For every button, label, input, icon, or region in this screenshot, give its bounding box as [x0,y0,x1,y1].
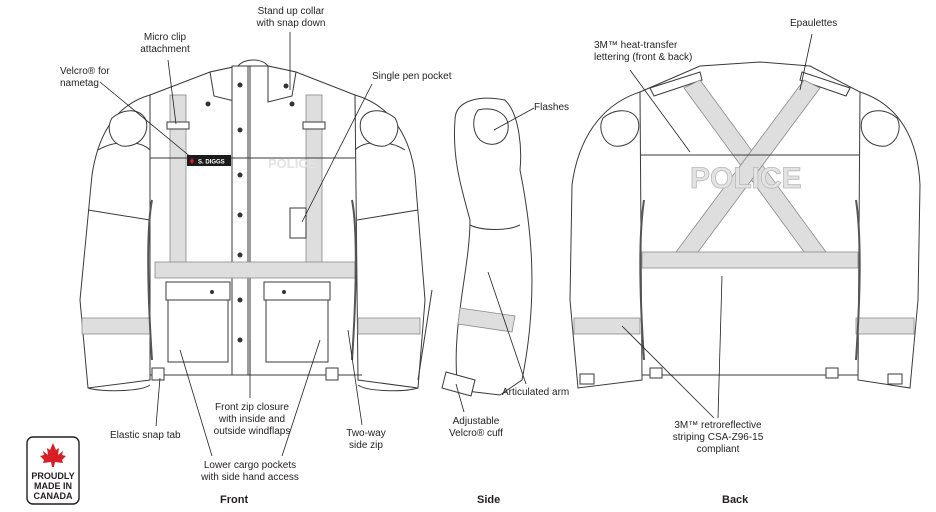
callout-front-zip: Front zip closure with inside and outsid… [202,402,302,438]
back-police-lettering: POLICE [690,162,802,195]
callout-text: lettering (front & back) [594,52,693,63]
callout-text: striping CSA-Z96-15 [672,432,764,443]
callout-retroreflective-striping: 3M™ retroreflective striping CSA-Z96-15 … [668,420,768,456]
callout-stand-up-collar: Stand up collar with snap down [246,6,336,30]
badge-line-1: PROUDLY [31,471,74,481]
callout-text: Micro clip [143,32,187,43]
callout-text: Front zip closure [215,402,289,413]
callout-pen-pocket: Single pen pocket [372,71,452,82]
callout-articulated-arm: Articulated arm [502,387,570,398]
callout-text: nametag [60,78,99,89]
callout-text: outside windflaps [213,426,291,437]
callout-text: compliant [696,444,740,455]
maple-leaf-icon [40,443,66,467]
callout-text: 3M™ retroreflective [674,420,762,431]
callout-heat-transfer-lettering: 3M™ heat-transfer lettering (front & bac… [594,40,692,64]
callout-epaulettes: Epaulettes [790,18,838,29]
callout-text: with snap down [256,18,326,29]
leader-lines [99,32,813,457]
badge-line-3: CANADA [34,491,73,501]
callout-text: with inside and [218,414,286,425]
callout-flashes: Flashes [534,102,570,113]
back-jacket: POLICE [569,61,921,389]
view-label-front: Front [220,494,249,506]
nametag-flag-icon [190,158,194,164]
badge-line-2: MADE IN [34,481,72,491]
front-police-lettering: POLICE [268,156,317,171]
callout-text: side zip [349,440,383,451]
callout-two-way-side-zip: Two-way side zip [340,428,392,452]
callout-lower-cargo-pockets: Lower cargo pockets with side hand acces… [190,460,310,484]
callout-text: Two-way [346,428,386,439]
callout-text: attachment [140,44,190,55]
callout-text: Lower cargo pockets [203,460,297,471]
made-in-canada-badge: PROUDLY MADE IN CANADA [26,436,80,505]
callout-text: 3M™ heat-transfer [594,40,678,51]
callout-velcro-nametag: Velcro® for nametag [60,66,110,90]
callout-text: Stand up collar [257,6,325,17]
callout-text: with side hand access [201,472,299,483]
view-label-back: Back [722,494,749,506]
callout-text: Adjustable [452,416,500,427]
front-jacket: S. DIGGS POLICE [79,59,433,392]
view-label-side: Side [477,494,501,506]
callout-elastic-snap-tab: Elastic snap tab [110,430,181,441]
nametag-text: S. DIGGS [198,160,225,166]
callout-micro-clip: Micro clip attachment [128,32,202,56]
callout-text: Velcro® for [60,66,110,77]
callout-text: Velcro® cuff [449,428,503,439]
callout-adjustable-cuff: Adjustable Velcro® cuff [440,416,512,440]
side-sleeve [441,97,533,397]
